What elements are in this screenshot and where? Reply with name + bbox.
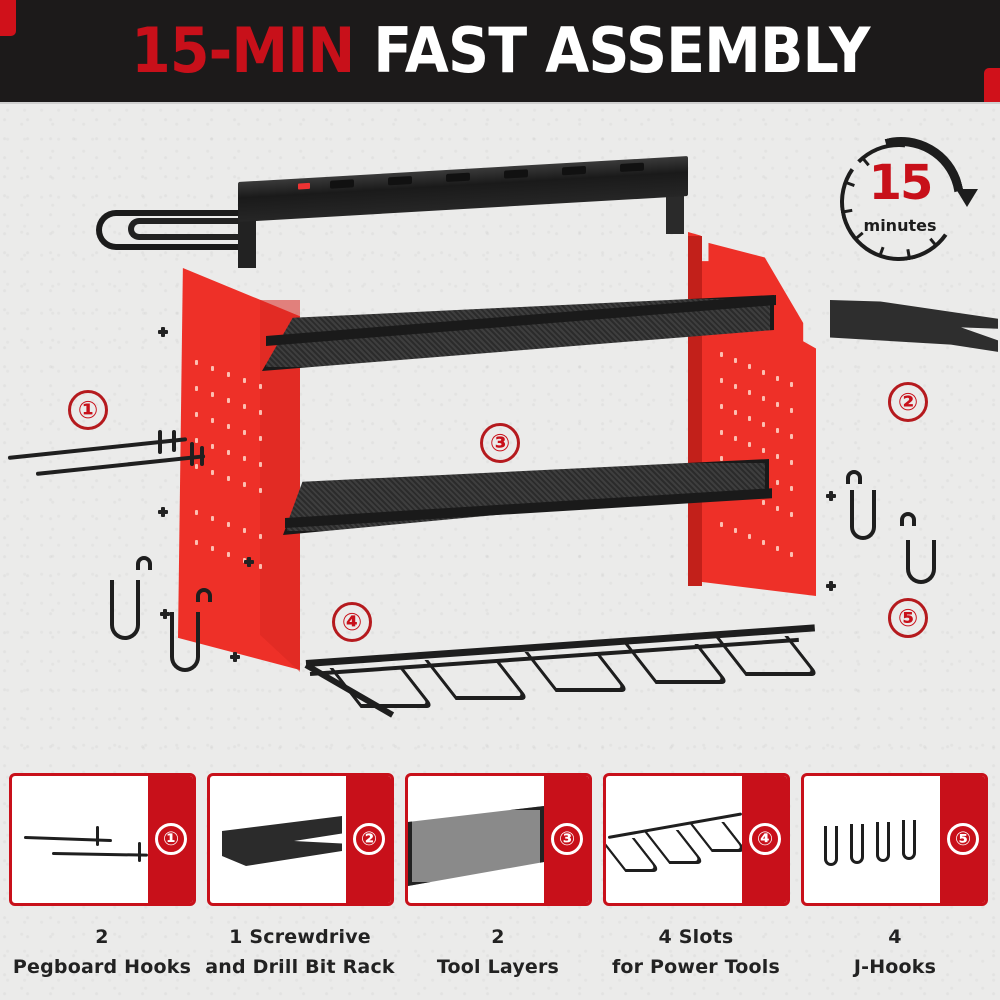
corner-accent (984, 68, 1000, 102)
screw-icon (244, 557, 254, 567)
callout-3: ③ (480, 423, 520, 463)
part-card-tool-rack: ④ (603, 773, 790, 906)
part-count: 2 (491, 926, 505, 948)
outlet-icon (504, 169, 528, 179)
screw-icon (158, 327, 168, 337)
part-badge: ④ (749, 823, 781, 855)
panel-edge (688, 236, 702, 586)
part-count: 1 Screwdrive (229, 926, 371, 948)
outlet-icon (620, 162, 644, 172)
part-label: 4 Slots for Power Tools (596, 922, 796, 982)
tool-rack-icon (606, 776, 748, 903)
screw-icon (230, 652, 240, 662)
header-banner: 15-MIN FAST ASSEMBLY (0, 0, 1000, 104)
power-switch-icon (298, 182, 310, 190)
part-badge: ③ (551, 823, 583, 855)
part-badge: ⑤ (947, 823, 979, 855)
timer-badge: 15 minutes (836, 137, 976, 261)
part-name: J-Hooks (853, 956, 937, 978)
arrow-head-icon (956, 189, 978, 207)
timer-unit: minutes (863, 216, 937, 235)
part-name: Tool Layers (436, 956, 560, 978)
title-main: FAST ASSEMBLY (373, 14, 870, 87)
title-highlight: 15-MIN (130, 14, 355, 87)
part-label: 1 Screwdrive and Drill Bit Rack (200, 922, 400, 982)
pegboard-hooks-icon (12, 776, 149, 903)
bit-rack (830, 300, 998, 352)
mesh-shelf-icon (408, 776, 544, 903)
strip-bracket (666, 196, 684, 234)
power-strip (238, 156, 688, 222)
part-card-tool-layers: ③ (405, 773, 592, 906)
screw-icon (158, 507, 168, 517)
outlet-icon (562, 165, 586, 176)
parts-labels: 2 Pegboard Hooks 1 Screwdrive and Drill … (0, 922, 1000, 992)
screw-icon (826, 581, 836, 591)
part-badge: ② (353, 823, 385, 855)
callout-1: ① (68, 390, 108, 430)
part-count: 4 Slots (658, 926, 734, 948)
bit-rack-icon (210, 776, 346, 903)
part-card-bit-rack: ② (207, 773, 394, 906)
part-name: for Power Tools (611, 956, 781, 978)
part-card-pegboard-hooks: ① (9, 773, 196, 906)
outlet-icon (330, 179, 354, 189)
part-label: 2 Pegboard Hooks (2, 922, 202, 982)
part-label: 4 J-Hooks (795, 922, 995, 982)
callout-4: ④ (332, 602, 372, 642)
outlet-icon (446, 172, 470, 183)
screw-icon (826, 491, 836, 501)
outlet-icon (388, 175, 412, 186)
j-hooks-icon (804, 776, 940, 903)
callout-5: ⑤ (888, 598, 928, 638)
part-label: 2 Tool Layers (398, 922, 598, 982)
part-badge: ① (155, 823, 187, 855)
power-cord (128, 218, 246, 240)
strip-bracket (238, 218, 256, 268)
screw-icon (160, 609, 170, 619)
callout-2: ② (888, 382, 928, 422)
part-card-j-hooks: ⑤ (801, 773, 988, 906)
corner-accent (0, 0, 16, 36)
part-name: and Drill Bit Rack (205, 956, 395, 978)
timer-number: 15 (868, 155, 934, 211)
power-cord (96, 210, 246, 250)
right-pegboard-panel (688, 232, 816, 596)
page-title: 15-MIN FAST ASSEMBLY (131, 20, 870, 82)
part-count: 4 (888, 926, 902, 948)
part-name: Pegboard Hooks (12, 956, 192, 978)
part-count: 2 (95, 926, 109, 948)
parts-cards: ① ② ③ ④ ⑤ (9, 773, 991, 906)
